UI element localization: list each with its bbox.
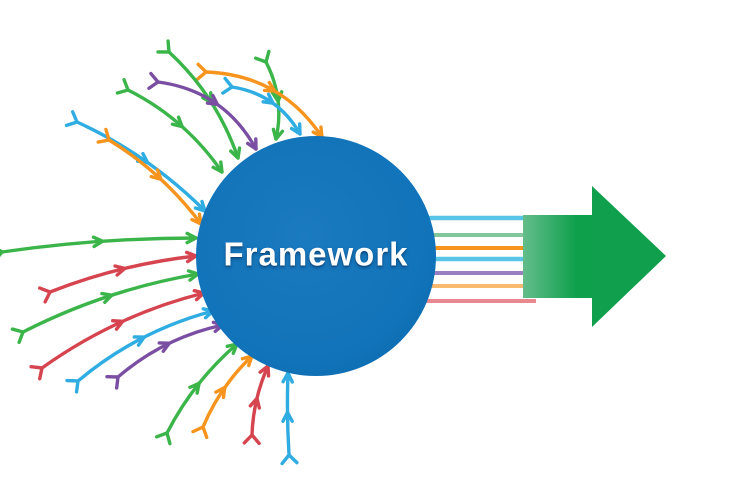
tail-fork [96, 127, 111, 144]
arrowhead-chevron [211, 160, 224, 174]
arrowhead-chevron [205, 93, 220, 107]
arrowhead-chevron [289, 122, 302, 136]
input-arrow [29, 288, 206, 381]
arrowhead-chevron [258, 364, 271, 378]
arrowhead-chevron [132, 335, 146, 347]
tail-fork [221, 76, 234, 95]
arrowhead-chevron [261, 92, 275, 105]
input-arrow [242, 364, 271, 446]
tail-fork [253, 49, 271, 64]
arrow-shaft [204, 70, 324, 139]
tail-fork [64, 110, 79, 128]
tail-fork [115, 78, 130, 95]
framework-circle [196, 136, 436, 376]
arrowhead-chevron [185, 231, 198, 245]
tail-fork [29, 365, 44, 381]
tail-fork [280, 453, 299, 466]
input-arrow [0, 231, 198, 258]
tail-fork [0, 248, 4, 258]
arrowhead-chevron [281, 410, 294, 423]
arrowhead-chevron [271, 127, 285, 141]
tail-fork [105, 374, 120, 390]
arrowhead-chevron [91, 235, 105, 249]
tail-fork [195, 62, 208, 81]
input-arrow [65, 307, 215, 394]
arrow-shaft [40, 291, 206, 370]
input-arrow [115, 78, 224, 174]
tail-fork [65, 378, 80, 394]
tail-fork [147, 71, 160, 90]
tail-fork [154, 431, 172, 446]
arrow-shaft [156, 80, 258, 151]
arrow-shaft [116, 323, 225, 379]
arrow-shaft [76, 309, 215, 383]
arrow-shaft [201, 354, 254, 429]
arrowhead-chevron [188, 381, 201, 395]
tail-fork [38, 286, 52, 304]
arrowhead-chevron [149, 168, 163, 181]
tail-fork [10, 327, 25, 344]
arrowhead-chevron [229, 146, 242, 160]
arrowhead-chevron [281, 371, 294, 384]
arrowhead-chevron [100, 291, 114, 305]
framework-label: Framework [223, 235, 409, 273]
arrowhead-chevron [214, 385, 227, 400]
input-arrow [105, 320, 225, 390]
input-arrows [0, 39, 324, 466]
output-arrow [523, 186, 666, 327]
arrowhead-chevron [110, 319, 125, 331]
tail-fork [156, 39, 171, 54]
arrowhead-chevron [262, 80, 277, 93]
input-arrow [191, 354, 254, 440]
tail-fork [242, 433, 261, 446]
output-arrow-body [523, 215, 594, 298]
arrow-shaft [75, 120, 207, 213]
input-arrow [280, 371, 299, 466]
tail-fork [191, 425, 209, 440]
arrowhead-chevron [248, 396, 262, 410]
output-arrow-head [592, 186, 666, 327]
arrow-shaft [107, 138, 203, 226]
arrowhead-chevron [245, 137, 258, 151]
arrowhead-chevron [113, 264, 127, 277]
input-arrow [221, 76, 302, 136]
arrow-shaft [48, 254, 198, 294]
arrowhead-chevron [157, 341, 171, 353]
arrow-shaft [165, 342, 239, 435]
input-arrow [96, 127, 203, 226]
output-lines [424, 215, 536, 303]
arrow-shaft [0, 236, 198, 254]
input-arrow [10, 269, 200, 344]
arrowhead-chevron [170, 115, 184, 129]
input-arrow [147, 71, 258, 151]
